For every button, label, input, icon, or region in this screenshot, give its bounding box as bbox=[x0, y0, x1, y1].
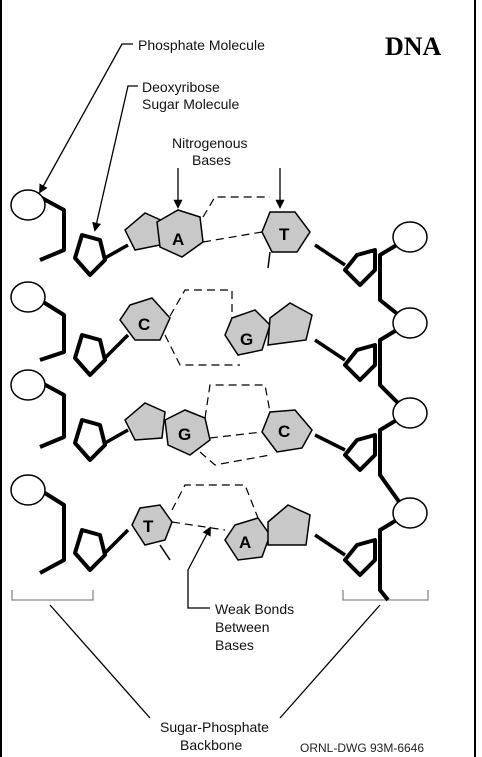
weak-bonds-label-line2: Between bbox=[215, 619, 269, 635]
base-stub bbox=[159, 544, 171, 561]
sugars bbox=[73, 233, 377, 577]
weak-bond bbox=[202, 196, 270, 218]
base-pair-row-2: C G bbox=[119, 289, 313, 366]
left-backbone-segment bbox=[39, 195, 66, 262]
drawing-code: ORNL-DWG 93M-6646 bbox=[300, 741, 424, 755]
weak-bonds-label-line1: Weak Bonds bbox=[215, 601, 294, 617]
connector bbox=[314, 533, 346, 557]
phosphate-molecule bbox=[392, 307, 428, 339]
phosphate-molecule bbox=[392, 397, 428, 429]
base-letter-right: A bbox=[239, 533, 251, 552]
left-sugar-molecule bbox=[73, 333, 107, 377]
base-letter-right: T bbox=[279, 225, 290, 244]
base-letter-left: C bbox=[138, 315, 150, 334]
connector bbox=[104, 243, 129, 260]
weak-bonds-label-line3: Bases bbox=[215, 637, 254, 653]
phosphate-molecule bbox=[10, 189, 46, 221]
base-letter-right: C bbox=[278, 422, 290, 441]
weak-bonds-pointer bbox=[187, 526, 211, 609]
right-backbone-segment bbox=[378, 238, 407, 322]
diagram-title: DNA bbox=[385, 32, 442, 61]
base-hexagon-right bbox=[224, 309, 271, 356]
phosphate-label: Phosphate Molecule bbox=[138, 37, 265, 53]
sugar-label-line2: Sugar Molecule bbox=[142, 96, 239, 112]
weak-bond bbox=[164, 334, 240, 366]
phosphate-molecule bbox=[392, 497, 428, 529]
connector bbox=[103, 333, 130, 360]
backbone-label-line2: Backbone bbox=[180, 737, 242, 753]
weak-bond bbox=[199, 451, 271, 466]
right-backbone-segment bbox=[378, 513, 407, 602]
base-letter-left: G bbox=[178, 425, 191, 444]
weak-bond bbox=[169, 289, 233, 318]
base-pair-row-4: T A bbox=[131, 484, 311, 561]
right-backbone-segment bbox=[378, 413, 407, 512]
base-ring-pentagon bbox=[267, 302, 313, 346]
base-ring-pentagon bbox=[267, 504, 311, 546]
phosphate-molecule bbox=[10, 369, 46, 401]
connector bbox=[104, 428, 129, 445]
bases-label-line2: Bases bbox=[192, 152, 231, 168]
label-pointers bbox=[39, 43, 381, 719]
base-hexagon-left bbox=[119, 297, 171, 341]
backbone-brackets bbox=[11, 590, 429, 601]
base-pair-row-3: G C bbox=[124, 384, 313, 466]
left-sugar-molecule bbox=[73, 418, 107, 462]
backbones bbox=[38, 195, 407, 602]
weak-bond bbox=[204, 384, 271, 419]
left-backbone-segment bbox=[38, 488, 66, 575]
sugar-pointer bbox=[92, 85, 138, 232]
phosphates bbox=[10, 189, 428, 529]
phosphate-molecule bbox=[10, 281, 46, 313]
bases-label-line1: Nitrogenous bbox=[172, 135, 248, 151]
base-letter-right: G bbox=[240, 330, 253, 349]
base-letter-left: T bbox=[143, 517, 154, 536]
right-backbone-segment bbox=[378, 323, 407, 412]
right-sugar-molecule bbox=[343, 433, 377, 472]
connector bbox=[314, 433, 346, 452]
sugar-label-line1: Deoxyribose bbox=[142, 79, 220, 95]
left-sugar-molecule bbox=[73, 233, 107, 277]
sugar-base-connectors bbox=[103, 243, 346, 557]
base-pair-row-1: A T bbox=[124, 196, 311, 269]
backbone-pointer-right bbox=[279, 604, 381, 719]
left-bracket bbox=[11, 590, 94, 601]
weak-bond bbox=[171, 484, 259, 519]
right-sugar-molecule bbox=[343, 538, 377, 577]
phosphate-pointer bbox=[39, 43, 133, 194]
phosphate-molecule bbox=[392, 221, 428, 253]
left-backbone-segment bbox=[39, 380, 66, 449]
backbone-label-line1: Sugar-Phosphate bbox=[160, 719, 269, 735]
weak-bond bbox=[171, 521, 226, 531]
connector bbox=[314, 243, 346, 267]
weak-bond bbox=[209, 431, 263, 439]
backbone-pointer-left bbox=[49, 604, 151, 719]
right-sugar-molecule bbox=[343, 343, 377, 382]
connector bbox=[314, 338, 346, 362]
right-sugar-molecule bbox=[343, 248, 377, 287]
base-hexagon-left bbox=[131, 504, 173, 546]
base-stub bbox=[267, 251, 271, 269]
weak-bond bbox=[202, 231, 263, 243]
connector bbox=[103, 528, 130, 555]
phosphate-molecule bbox=[10, 474, 46, 506]
base-ring-pentagon bbox=[124, 402, 166, 441]
left-backbone-segment bbox=[38, 298, 66, 362]
base-hexagon-left bbox=[156, 209, 204, 258]
left-sugar-molecule bbox=[73, 528, 107, 572]
base-letter-left: A bbox=[172, 230, 184, 249]
